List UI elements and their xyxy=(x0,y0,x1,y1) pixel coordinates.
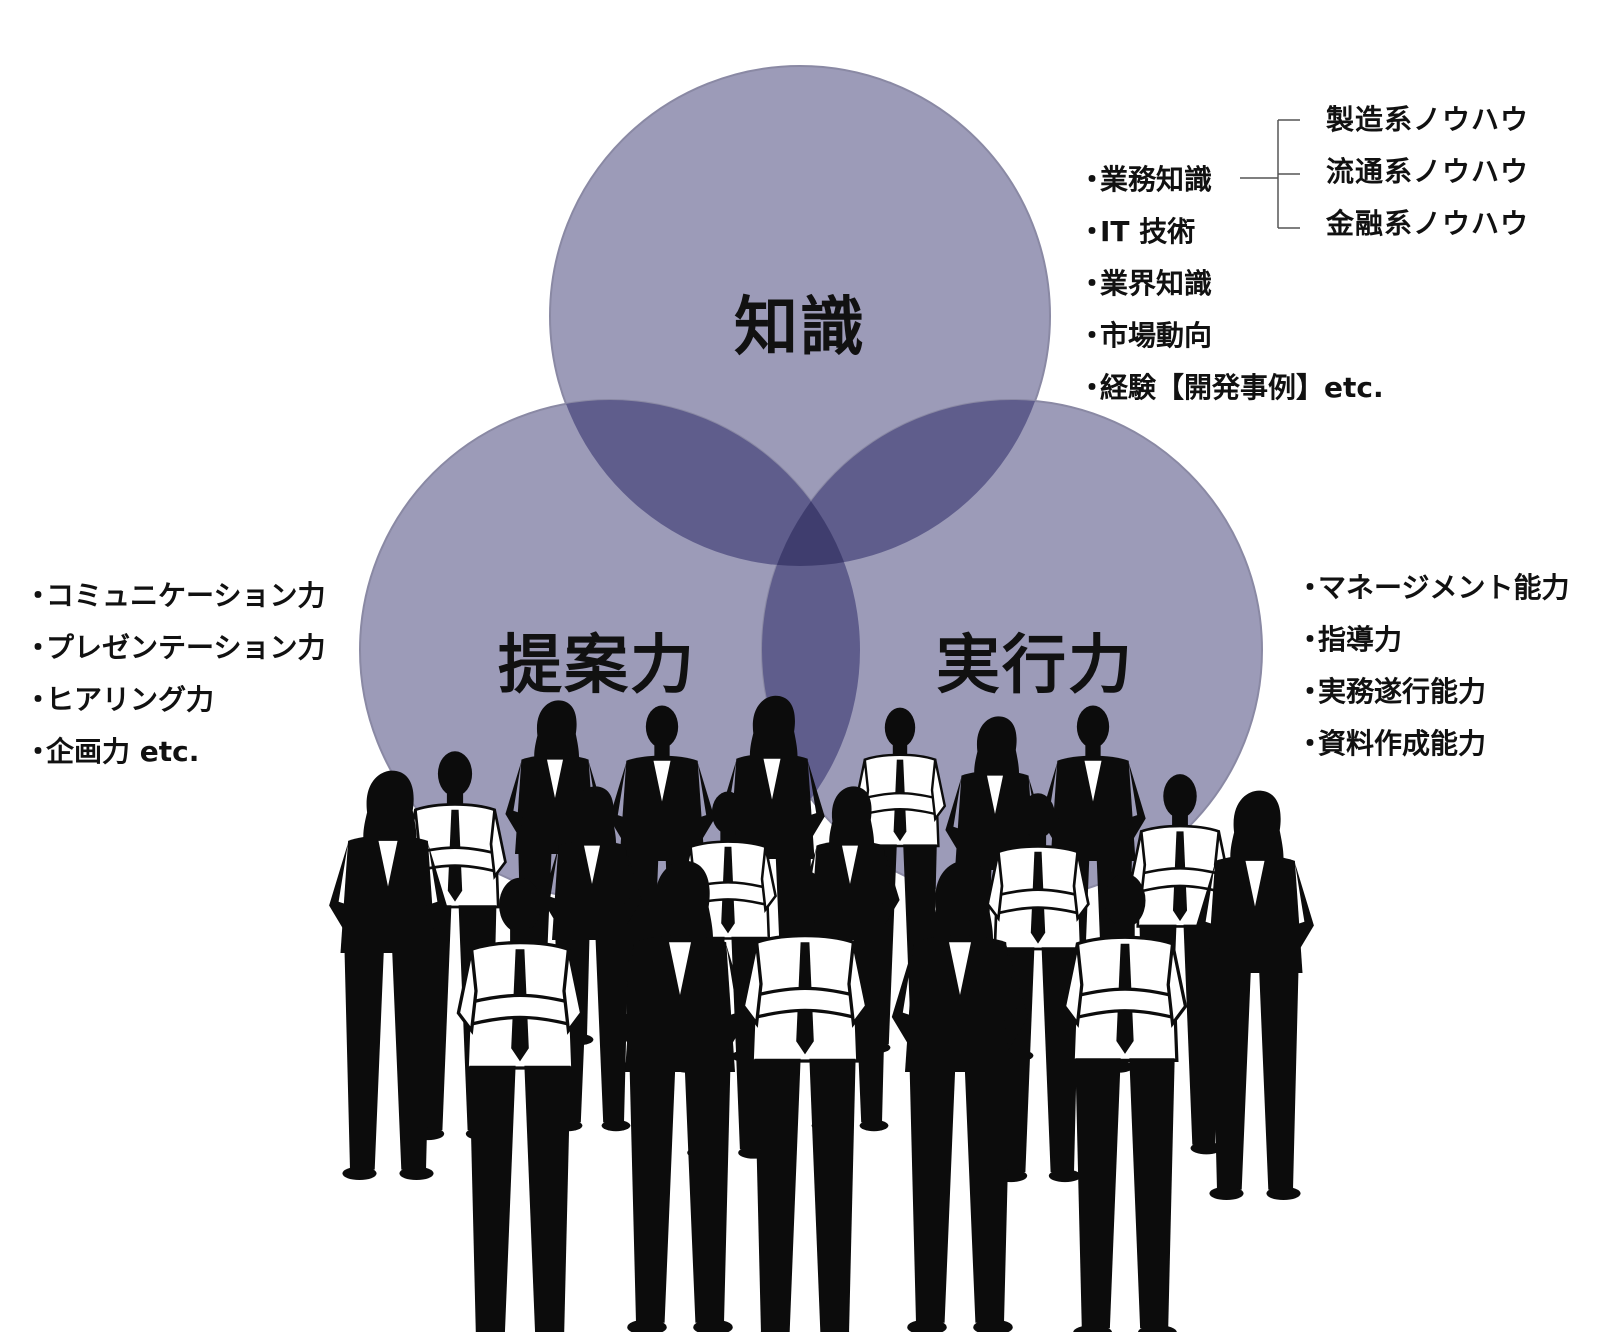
person-silhouette xyxy=(1196,790,1314,1201)
list-item: ・業界知識 xyxy=(1078,267,1213,300)
person-silhouette xyxy=(891,860,1029,1332)
bracket-connector xyxy=(1240,119,1300,229)
proposal-label: 提案力 xyxy=(498,629,696,703)
overlap-knowledge-execution xyxy=(762,400,1050,566)
overlap-knowledge-proposal xyxy=(550,400,860,566)
list-item: ・マネージメント能力 xyxy=(1296,571,1570,604)
list-item: ・IT 技術 xyxy=(1078,215,1196,248)
execution-list: ・マネージメント能力 ・指導力 ・実務遂行能力 ・資料作成能力 xyxy=(1296,562,1569,770)
person-silhouette xyxy=(741,870,869,1332)
person-silhouette xyxy=(456,877,584,1332)
knowledge-list: ・業務知識 ・IT 技術 ・業界知識 ・市場動向 ・経験【開発事例】etc. xyxy=(1078,154,1384,414)
list-item: ・企画力 etc. xyxy=(24,735,200,768)
list-item: ・プレゼンテーション力 xyxy=(24,631,326,664)
person-silhouette xyxy=(611,860,749,1332)
list-item: ・コミュニケーション力 xyxy=(24,579,326,612)
list-item: 製造系ノウハウ xyxy=(1326,103,1530,136)
list-item: ・市場動向 xyxy=(1078,319,1213,352)
list-item: ・業務知識 xyxy=(1078,163,1213,196)
person-silhouette xyxy=(1062,873,1188,1332)
list-item: 流通系ノウハウ xyxy=(1326,155,1530,188)
list-item: 金融系ノウハウ xyxy=(1326,207,1530,240)
list-item: ・ヒアリング力 xyxy=(24,683,215,716)
proposal-list: ・コミュニケーション力 ・プレゼンテーション力 ・ヒアリング力 ・企画力 etc… xyxy=(24,570,325,778)
knowledge-label: 知識 xyxy=(734,291,866,365)
list-item: ・実務遂行能力 xyxy=(1296,675,1487,708)
list-item: ・資料作成能力 xyxy=(1296,727,1487,760)
person-silhouette xyxy=(329,770,447,1181)
list-item: ・経験【開発事例】etc. xyxy=(1078,371,1384,404)
execution-label: 実行力 xyxy=(936,629,1134,703)
list-item: ・指導力 xyxy=(1296,623,1403,656)
business-knowledge-sub-list: 製造系ノウハウ 流通系ノウハウ 金融系ノウハウ xyxy=(1326,94,1529,250)
